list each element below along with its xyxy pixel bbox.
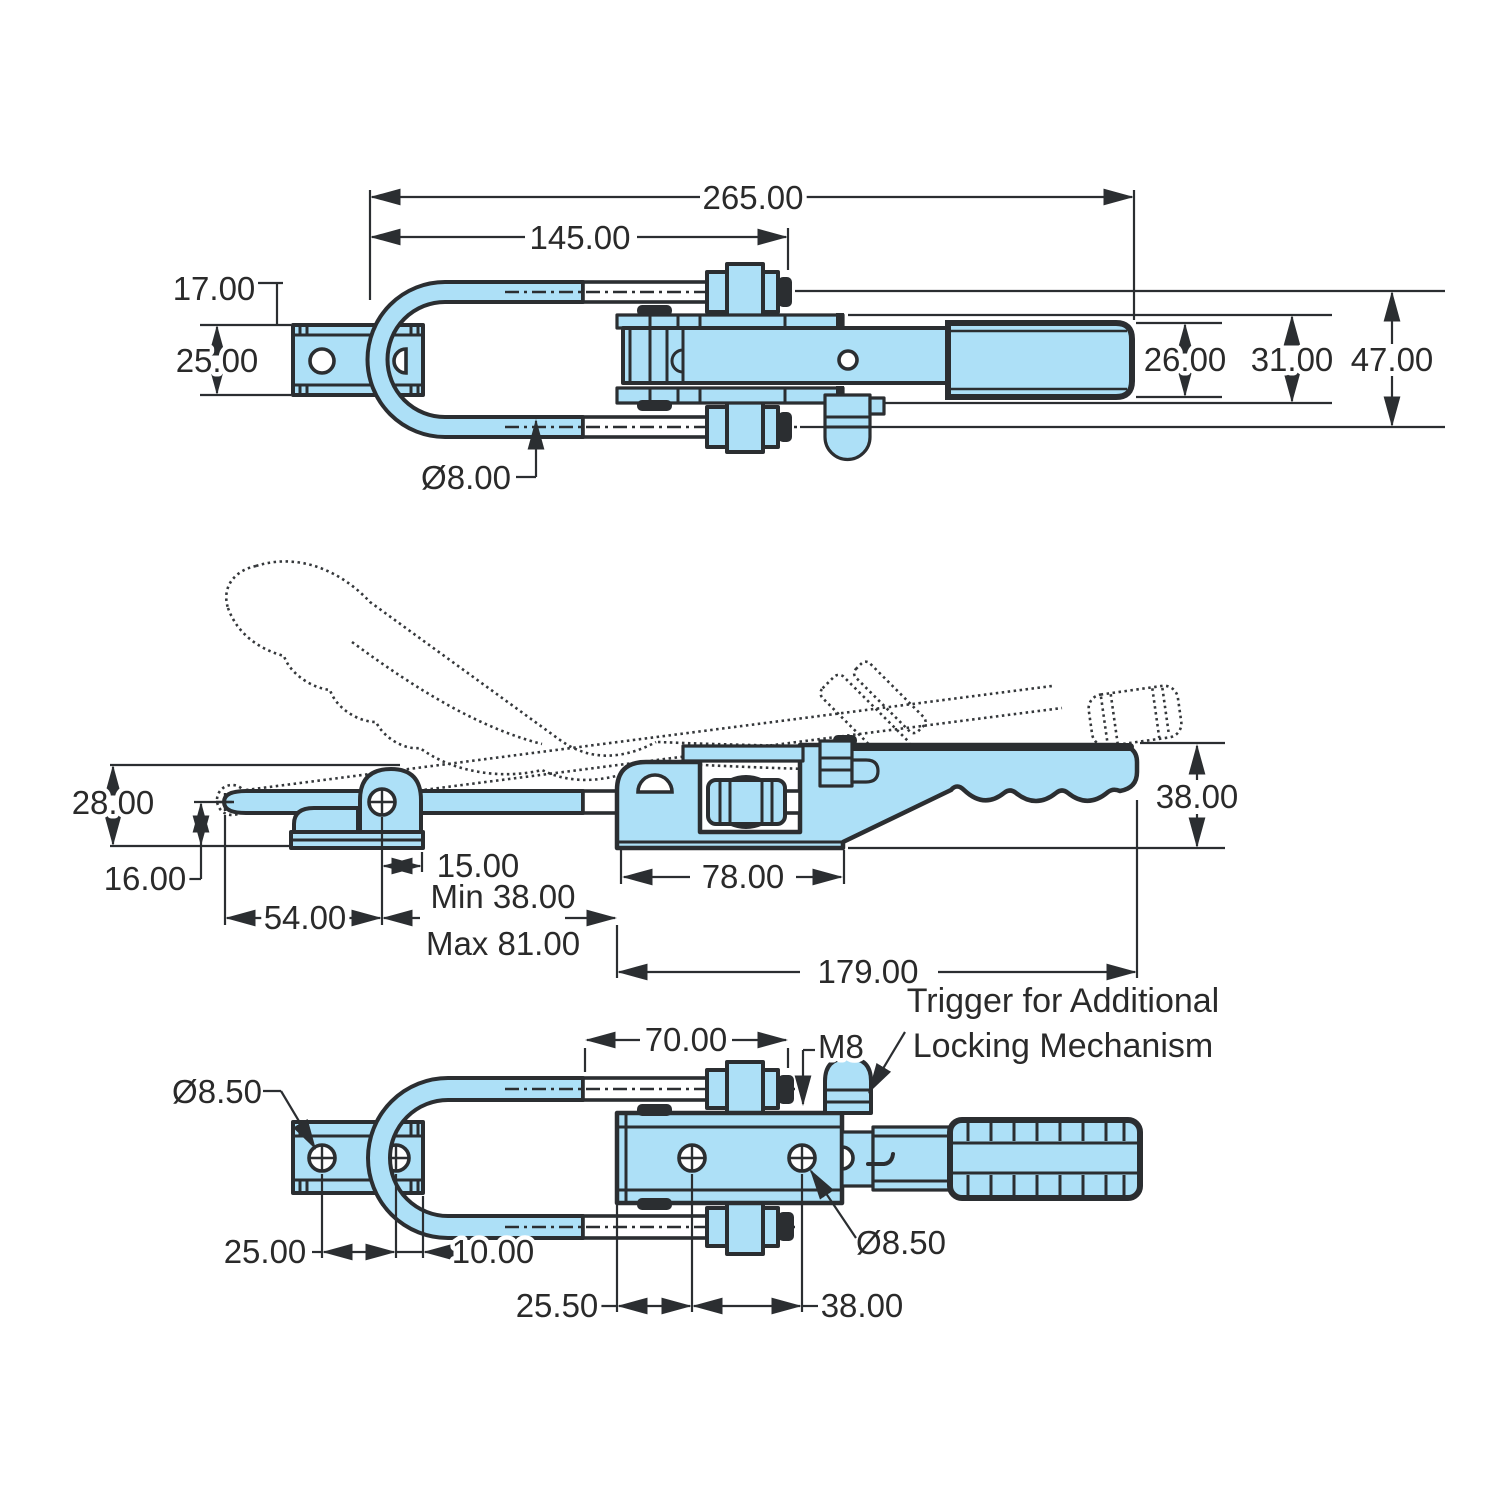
adjust-nut-side xyxy=(706,775,787,829)
clevis-hole xyxy=(308,347,336,375)
side-view: 28.00 16.00 54.00 15.00 Min 38.00 Max 81… xyxy=(67,560,1243,995)
dim-grip-width: 26.00 xyxy=(1144,341,1227,378)
handle-stem xyxy=(840,1125,952,1192)
latch-hook-line xyxy=(866,1152,895,1166)
set-screw xyxy=(637,1104,672,1116)
dim-thread-size: M8 xyxy=(818,1028,864,1065)
dim-catch-lip: 15.00 xyxy=(437,847,520,884)
clamp-body xyxy=(615,305,950,411)
dim-body-width: 31.00 xyxy=(1251,341,1334,378)
dim-hook-length: 145.00 xyxy=(530,219,631,256)
body-hole xyxy=(837,349,859,371)
note-trigger-line2: Locking Mechanism xyxy=(913,1027,1213,1065)
dim-overall-height: 38.00 xyxy=(1156,778,1239,815)
dim-hook-reach: 54.00 xyxy=(264,899,347,936)
handle-grip xyxy=(945,320,1135,400)
clevis-hole-half xyxy=(392,347,408,375)
bottom-view: 70.00 M8 Trigger for Additional Locking … xyxy=(168,979,1223,1329)
dim-plate-edge: 10.00 xyxy=(452,1233,535,1270)
hex-nut-upper-bottom xyxy=(705,1060,794,1118)
trigger-knob xyxy=(823,393,886,462)
dim-min-adjust: Min 38.00 xyxy=(431,878,576,915)
dimensions-top: 265.00 145.00 17.00 25.00 Ø8.00 26.00 31… xyxy=(168,175,1438,501)
dim-base-length: 78.00 xyxy=(702,858,785,895)
dim-plate-hole-span: 25.00 xyxy=(224,1233,307,1270)
body-bar xyxy=(621,326,950,385)
dim-hole-dia-right: Ø8.50 xyxy=(856,1224,946,1261)
dim-bolt-span: 70.00 xyxy=(645,1021,728,1058)
note-trigger-line1: Trigger for Additional xyxy=(907,982,1219,1020)
clamp-body-bottom xyxy=(614,1104,845,1210)
trigger-side xyxy=(818,739,854,788)
hex-nut-lower xyxy=(705,398,792,454)
dim-body-hole-offset: 25.50 xyxy=(516,1287,599,1324)
dim-overall-width: 47.00 xyxy=(1351,341,1434,378)
u-bolt-bottom xyxy=(366,1076,795,1240)
top-strap xyxy=(681,744,805,763)
clevis-bracket xyxy=(291,323,425,397)
set-screw xyxy=(637,400,672,411)
trigger-knob-bottom xyxy=(823,1056,873,1115)
catch-foot xyxy=(289,767,425,850)
set-screw xyxy=(637,305,672,316)
clamp-body-side xyxy=(614,735,1140,851)
dim-overall-length: 265.00 xyxy=(703,179,804,216)
dim-hook-depth: 16.00 xyxy=(104,860,187,897)
grip-ribs xyxy=(966,1121,1126,1197)
pin-hole xyxy=(840,1145,855,1171)
set-screw xyxy=(637,1198,672,1210)
hex-nut-lower-bottom xyxy=(705,1198,794,1256)
dim-body-length: 179.00 xyxy=(818,953,919,990)
u-bolt xyxy=(365,280,798,439)
dim-plate-offset: 17.00 xyxy=(173,270,256,307)
hex-nut-upper xyxy=(705,262,792,318)
hook-arch xyxy=(636,773,674,794)
clevis-bracket-bottom xyxy=(291,1120,425,1195)
dim-rod-dia: Ø8.00 xyxy=(421,459,511,496)
dim-body-hole-span: 38.00 xyxy=(821,1287,904,1324)
dim-plate-width: 25.00 xyxy=(176,342,259,379)
ribbed-grip xyxy=(947,1117,1143,1201)
dimensions-bottom: 70.00 M8 Trigger for Additional Locking … xyxy=(168,979,1223,1329)
top-view: 265.00 145.00 17.00 25.00 Ø8.00 26.00 31… xyxy=(168,175,1445,501)
dim-hole-dia-left: Ø8.50 xyxy=(172,1073,262,1110)
dim-max-adjust: Max 81.00 xyxy=(426,925,580,962)
dimensions-side: 28.00 16.00 54.00 15.00 Min 38.00 Max 81… xyxy=(67,741,1243,995)
dim-hook-height: 28.00 xyxy=(72,784,155,821)
